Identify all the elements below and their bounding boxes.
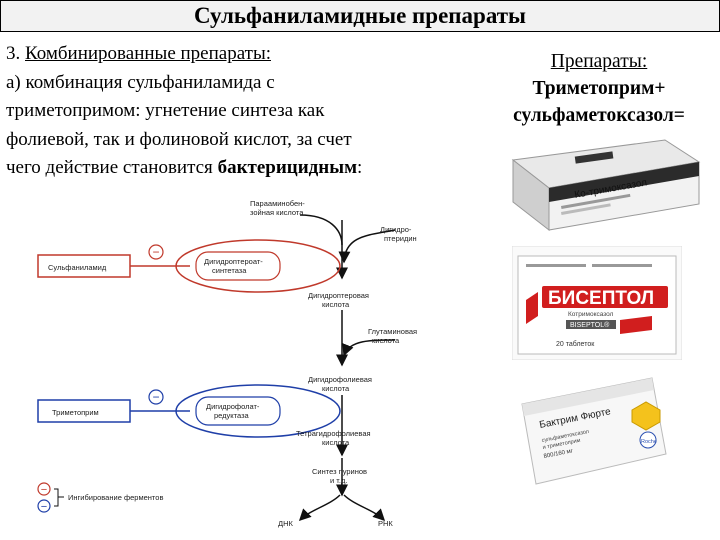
- inhibition-minus-icon: [148, 244, 164, 260]
- glutamic-acid-label: Глутаминовая: [368, 327, 417, 336]
- dihydropteroic-acid-label: кислота: [322, 300, 350, 309]
- drug-line-2: сульфаметоксазол=: [513, 105, 685, 126]
- paba-label: зойная кислота: [250, 208, 304, 217]
- item-heading: 3. Комбинированные препараты:: [6, 40, 472, 69]
- bactrim-dose: 800/160 мг: [543, 448, 574, 460]
- dihydropteroic-acid-label: Дигидроптеровая: [308, 291, 369, 300]
- legend-blue-minus-icon: [37, 499, 51, 513]
- roche-logo: Roche: [641, 439, 657, 445]
- text-line-2: триметопримом: угнетение синтеза как: [6, 100, 325, 121]
- dihydropteridine-label: птеридин: [384, 234, 417, 243]
- glutamic-acid-label: кислота: [372, 336, 400, 345]
- text-line-4-start: чего действие становится: [6, 157, 218, 178]
- slide-title: Сульфаниламидные препараты: [0, 0, 720, 32]
- dna-label: ДНК: [278, 519, 293, 528]
- sulfanilamide-label: Сульфаниламид: [48, 263, 107, 272]
- dihydropteridine-label: Дигидро-: [380, 225, 412, 234]
- drug-line-1: Триметоприм+: [532, 78, 666, 99]
- item-number: 3.: [6, 43, 25, 64]
- item-title: Комбинированные препараты:: [25, 43, 271, 64]
- text-line-4: чего действие становится бактерицидным:: [6, 154, 472, 183]
- folate-pathway-diagram: − − Парааминобен- зойная кислота Дигидро…: [37, 199, 417, 528]
- minus-sign: −: [41, 484, 47, 496]
- purine-synthesis-label: и т.д.: [330, 476, 347, 485]
- dihydrofolic-acid-label: Дигидрофолиевая: [308, 375, 372, 384]
- dhps-label: синтетаза: [212, 266, 247, 275]
- biseptol-name: БИСЕПТОЛ: [548, 288, 654, 309]
- drugs-heading-label: Препараты:: [550, 51, 648, 72]
- biseptol-count: 20 таблеток: [556, 340, 595, 348]
- dhps-enzyme-box: [195, 251, 281, 281]
- inhibition-minus-icon: [148, 389, 164, 405]
- dhfr-label: Дигидрофолат-: [206, 402, 260, 411]
- dhps-label: Дигидроптероат-: [204, 257, 263, 266]
- tetrahydrofolic-acid-label: кислота: [322, 438, 350, 447]
- dihydrofolic-acid-label: кислота: [322, 384, 350, 393]
- paba-label: Парааминобен-: [250, 199, 305, 208]
- cotrimoxazole-package-image: Ко-тримоксазол: [511, 139, 701, 232]
- dhfr-label: редуктаза: [214, 411, 250, 420]
- legend-red-minus-icon: [37, 482, 51, 496]
- minus-sign: −: [152, 390, 159, 404]
- minus-sign: −: [41, 501, 47, 513]
- dhfr-enzyme-box: [195, 396, 281, 426]
- text-line-4-end: :: [357, 157, 363, 178]
- text-line-3: фолиевой, так и фолиновой кислот, за сче…: [6, 128, 352, 150]
- bactrim-package-image: Бактрим Фюрте сульфаметоксазол и тримето…: [521, 377, 667, 485]
- description-text: 3. Комбинированные препараты: а) комбина…: [6, 40, 472, 183]
- drugs-heading: Препараты: Триметоприм+ сульфаметоксазол…: [478, 48, 720, 129]
- purine-synthesis-label: Синтез пуринов: [312, 467, 367, 476]
- tetrahydrofolic-acid-label: Тетрагидрофолиевая: [296, 429, 371, 438]
- biseptol-subtitle: Котримоксазол: [568, 311, 614, 318]
- biseptol-badge: BISEPTOL®: [570, 321, 610, 329]
- text-line-1: а) комбинация сульфаниламида с: [6, 71, 275, 93]
- rna-label: РНК: [378, 519, 393, 528]
- biseptol-package-image: БИСЕПТОЛ Котримоксазол BISEPTOL® 20 табл…: [512, 246, 682, 360]
- trimethoprim-label: Триметоприм: [52, 408, 99, 417]
- minus-sign: −: [152, 245, 159, 259]
- bactericidal-word: бактерицидным: [217, 157, 358, 178]
- legend-label: Ингибирование ферментов: [68, 493, 163, 502]
